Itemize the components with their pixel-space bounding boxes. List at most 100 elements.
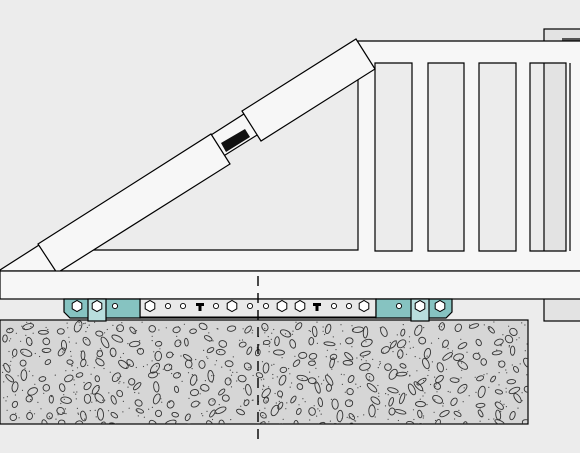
aggregate-grain bbox=[369, 376, 371, 378]
aggregate-stone bbox=[110, 395, 117, 405]
aggregate-grain bbox=[379, 362, 381, 364]
aggregate-stone bbox=[480, 358, 487, 366]
aggregate-grain bbox=[218, 404, 220, 406]
aggregate-grain bbox=[475, 391, 477, 393]
aggregate-grain bbox=[261, 361, 264, 363]
aggregate-grain bbox=[128, 407, 130, 409]
aggregate-grain bbox=[379, 361, 381, 363]
aggregate-stone bbox=[218, 388, 226, 396]
aggregate-grain bbox=[230, 419, 232, 421]
aggregate-grain bbox=[76, 391, 78, 393]
aggregate-grain bbox=[211, 418, 214, 421]
aggregate-grain bbox=[363, 414, 365, 416]
aggregate-grain bbox=[313, 405, 315, 407]
aggregate-stone bbox=[387, 387, 399, 394]
aggregate-stone bbox=[245, 383, 252, 396]
aggregate-grain bbox=[481, 415, 483, 418]
aggregate-stone bbox=[317, 397, 323, 408]
aggregate-grain bbox=[346, 416, 348, 418]
aggregate-stone bbox=[116, 324, 125, 333]
aggregate-stone bbox=[95, 358, 105, 367]
aggregate-grain bbox=[351, 325, 353, 327]
aggregate-grain bbox=[171, 372, 173, 375]
aggregate-stone bbox=[475, 402, 486, 408]
aggregate-grain bbox=[30, 343, 32, 345]
hex-bolt-icon bbox=[414, 299, 426, 313]
aggregate-grain bbox=[451, 350, 454, 352]
aggregate-grain bbox=[267, 336, 269, 338]
aggregate-stone bbox=[509, 411, 516, 421]
aggregate-grain bbox=[426, 404, 428, 406]
aggregate-stone bbox=[308, 360, 316, 366]
aggregate-stone bbox=[116, 389, 124, 398]
aggregate-grain bbox=[213, 375, 215, 377]
aggregate-grain bbox=[317, 408, 319, 410]
aggregate-grain bbox=[212, 400, 214, 402]
aggregate-grain bbox=[154, 355, 156, 357]
aggregate-grain bbox=[434, 376, 436, 378]
aggregate-stone bbox=[73, 320, 83, 333]
aggregate-stone bbox=[20, 348, 33, 357]
aggregate-grain bbox=[243, 388, 245, 390]
aggregate-grain bbox=[483, 324, 485, 326]
aggregate-grain bbox=[424, 341, 426, 343]
aggregate-grain bbox=[258, 344, 260, 346]
aggregate-stone bbox=[513, 393, 522, 404]
aggregate-stone bbox=[41, 419, 49, 424]
screw-shank bbox=[315, 306, 319, 311]
aggregate-stone bbox=[438, 322, 446, 331]
aggregate-grain bbox=[377, 408, 379, 410]
aggregate-grain bbox=[178, 373, 180, 375]
aggregate-stone bbox=[263, 396, 270, 404]
aggregate-grain bbox=[428, 369, 430, 371]
aggregate-grain bbox=[458, 378, 460, 380]
aggregate-grain bbox=[431, 361, 433, 363]
aggregate-grain bbox=[412, 346, 414, 348]
aggregate-stone bbox=[407, 383, 416, 396]
aggregate-stone bbox=[254, 348, 261, 357]
aggregate-grain bbox=[341, 418, 343, 420]
aggregate-stone bbox=[293, 419, 299, 424]
aggregate-grain bbox=[409, 347, 411, 349]
aggregate-grain bbox=[161, 401, 163, 403]
aggregate-grain bbox=[74, 384, 76, 386]
aggregate-grain bbox=[118, 377, 120, 379]
aggregate-grain bbox=[123, 382, 125, 384]
aggregate-grain bbox=[486, 373, 488, 375]
aggregate-grain bbox=[526, 343, 528, 345]
aggregate-grain bbox=[14, 394, 16, 396]
aggregate-grain bbox=[265, 417, 267, 419]
aggregate-grain bbox=[365, 360, 367, 362]
aggregate-stone bbox=[380, 326, 388, 337]
aggregate-grain bbox=[288, 368, 290, 370]
aggregate-grain bbox=[211, 381, 213, 383]
aggregate-stone bbox=[416, 377, 427, 386]
aggregate-grain bbox=[421, 412, 423, 414]
aggregate-grain bbox=[151, 340, 153, 342]
aggregate-grain bbox=[403, 347, 405, 349]
aggregate-grain bbox=[309, 371, 311, 373]
aggregate-stone bbox=[11, 400, 19, 408]
aggregate-stone bbox=[134, 399, 143, 407]
aggregate-stone bbox=[422, 358, 430, 370]
aggregate-stone bbox=[436, 362, 444, 373]
aggregate-grain bbox=[151, 406, 153, 408]
aggregate-stone bbox=[214, 406, 227, 415]
aggregate-grain bbox=[212, 340, 214, 342]
aggregate-stone bbox=[6, 327, 14, 334]
aggregate-grain bbox=[379, 327, 381, 329]
aggregate-grain bbox=[422, 395, 424, 397]
aggregate-grain bbox=[78, 322, 80, 324]
aggregate-stone bbox=[173, 372, 181, 379]
aggregate-grain bbox=[89, 410, 91, 412]
aggregate-grain bbox=[204, 380, 206, 382]
aggregate-grain bbox=[30, 326, 32, 328]
aggregate-grain bbox=[195, 358, 197, 361]
aggregate-grain bbox=[206, 356, 208, 358]
aggregate-grain bbox=[240, 405, 242, 407]
aggregate-grain bbox=[75, 393, 77, 395]
aggregate-grain bbox=[385, 393, 387, 395]
aggregate-stone bbox=[244, 325, 252, 334]
aggregate-stone bbox=[295, 408, 302, 415]
aggregate-stone bbox=[57, 347, 66, 357]
